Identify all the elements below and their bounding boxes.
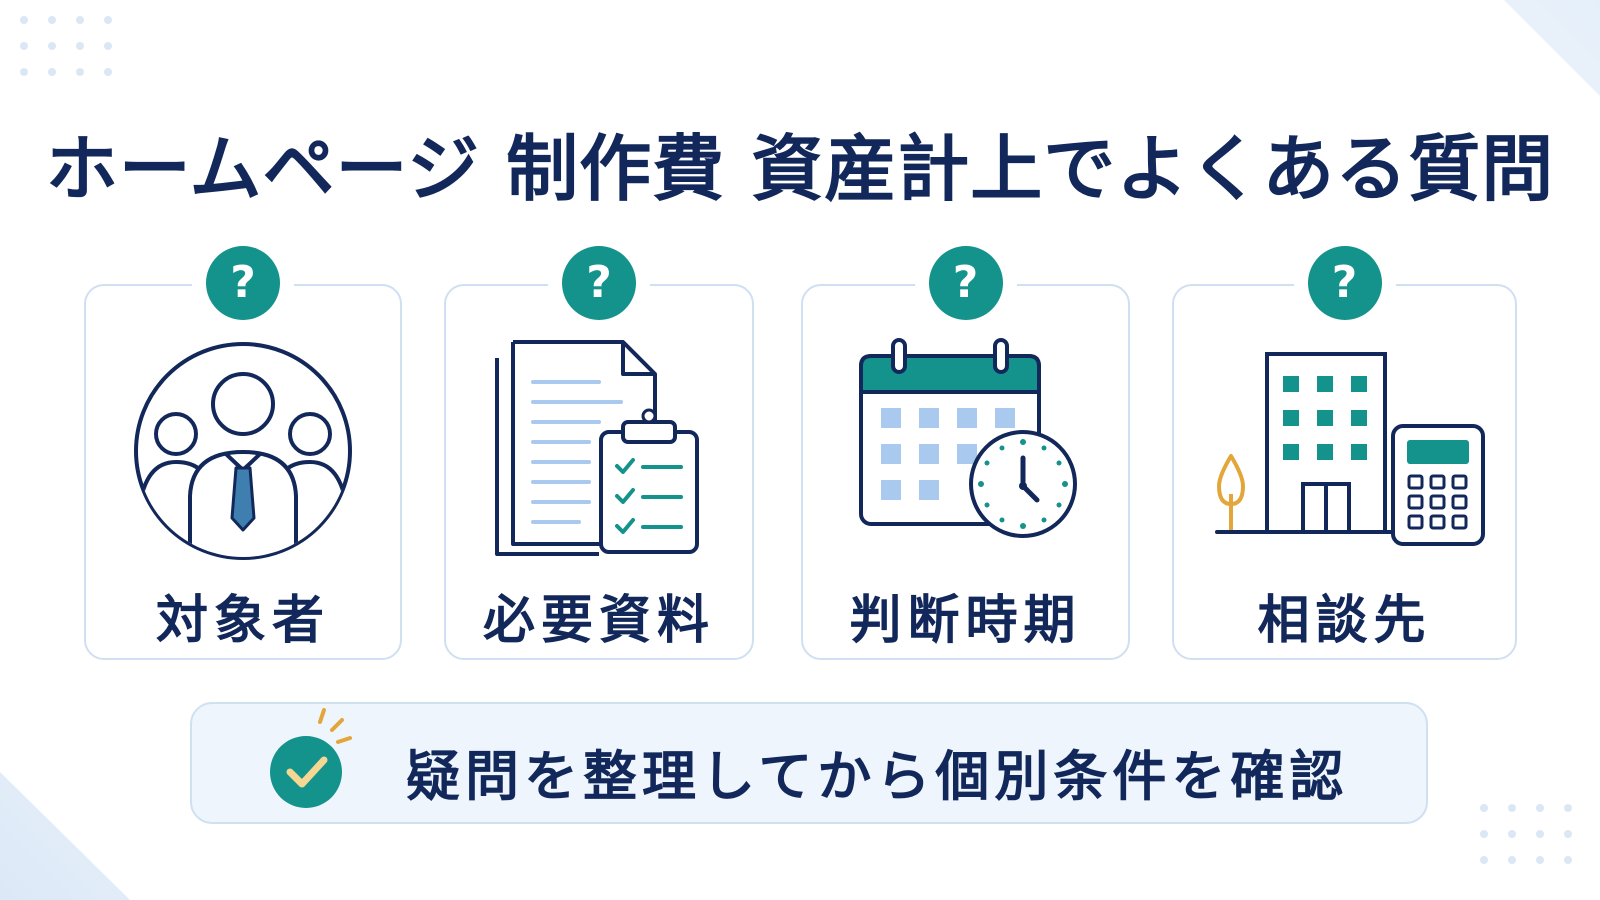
card-label: 相談先 [1257,591,1432,651]
decor-corner-bottom-left [0,772,130,900]
summary-banner: 疑問を整理してから個別条件を確認 [190,702,1428,824]
card-consultation: ? [1172,246,1517,660]
question-badge-icon: ? [206,246,280,320]
question-badge-icon: ? [928,246,1003,320]
building-calculator-icon [1205,336,1485,560]
decor-dots-bottom-right [1480,804,1572,864]
summary-text: 疑問を整理してから個別条件を確認 [406,745,1349,808]
card-label: 判断時期 [849,591,1082,651]
card-label: 対象者 [155,591,330,651]
question-badge-icon: ? [1307,246,1382,320]
card-label: 必要資料 [482,591,715,651]
question-badge-icon: ? [562,246,636,320]
card-required-documents: ? [444,246,754,660]
page-title: ホームページ 制作費 資産計上でよくある質問 [45,127,1555,211]
card-target-person: ? [84,246,402,660]
calendar-clock-icon [851,336,1081,550]
card-decision-timing: ? [801,246,1130,660]
documents-checklist-icon [489,336,709,570]
decor-corner-top-right [1504,0,1600,96]
decor-dots-top-left [20,16,112,76]
people-group-icon [128,336,358,570]
checkmark-icon [258,708,368,822]
